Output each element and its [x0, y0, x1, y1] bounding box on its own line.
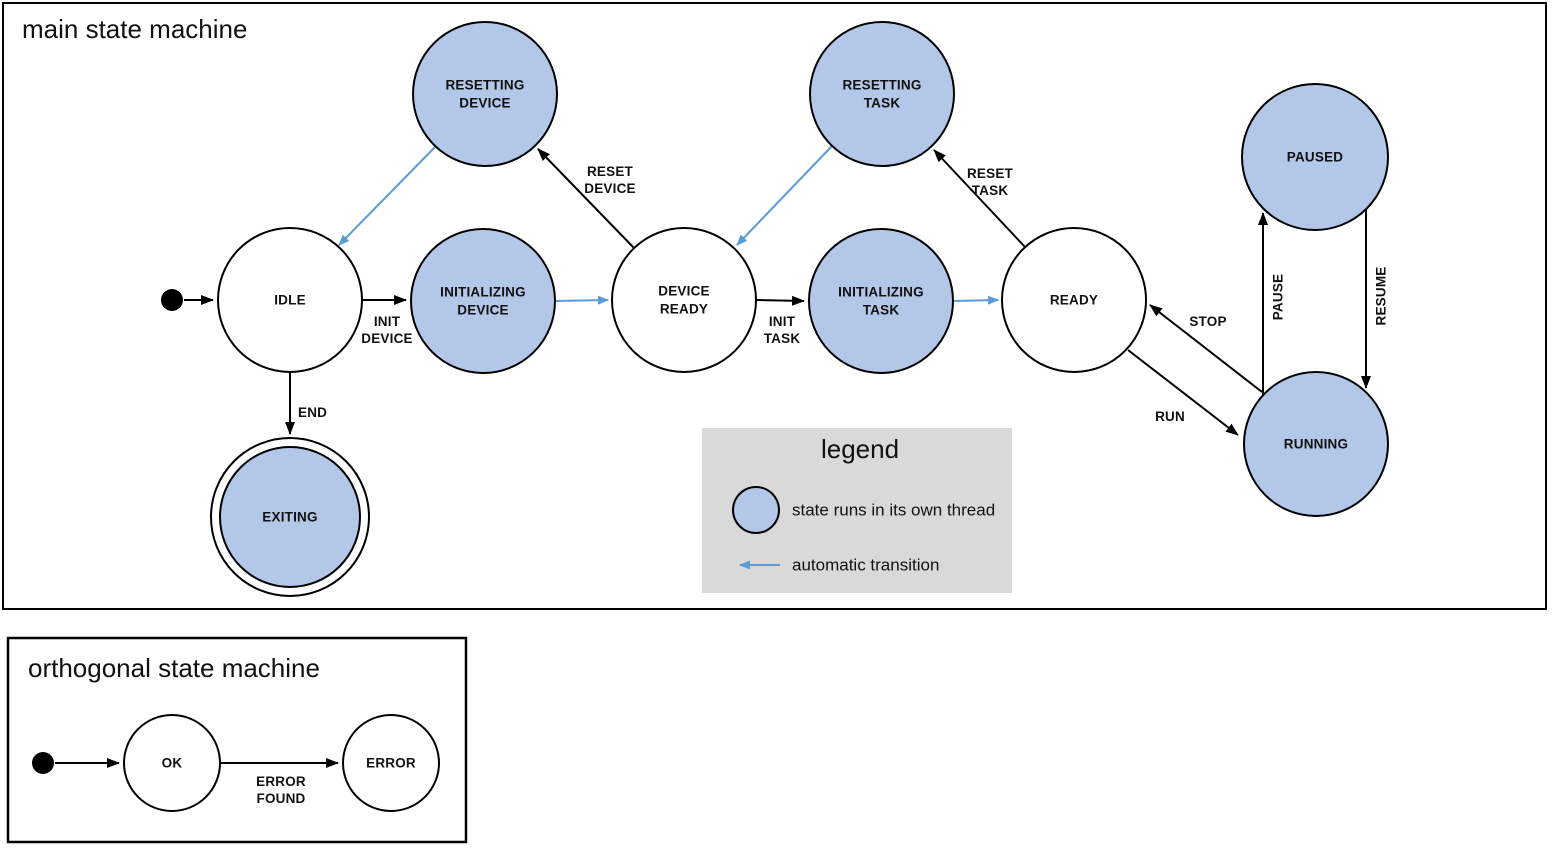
svg-text:PAUSE: PAUSE	[1271, 274, 1286, 321]
svg-text:EXITING: EXITING	[262, 510, 317, 525]
transition-pause: PAUSE	[1258, 212, 1286, 395]
svg-text:INIT: INIT	[769, 314, 796, 329]
svg-text:OK: OK	[162, 756, 183, 771]
state-resetting-device: RESETTING DEVICE	[412, 21, 558, 167]
transition-auto-resetdevice-idle	[338, 145, 437, 246]
transition-auto-initdevice-deviceready	[554, 295, 609, 305]
svg-text:READY: READY	[1050, 293, 1098, 308]
svg-text:END: END	[298, 405, 327, 420]
legend-auto-label: automatic transition	[792, 556, 939, 575]
transition-auto-resettask-deviceready	[736, 145, 833, 246]
transition-run: RUN	[1127, 349, 1239, 436]
main-frame-title: main state machine	[22, 14, 247, 44]
svg-text:TASK: TASK	[863, 303, 900, 318]
svg-text:RESETTING: RESETTING	[842, 78, 921, 93]
state-resetting-task: RESETTING TASK	[809, 21, 955, 167]
initial-state-orthogonal	[32, 752, 120, 774]
state-ready: READY	[1001, 227, 1147, 373]
transition-auto-inittask-ready	[952, 295, 999, 305]
transition-reset-device: RESET DEVICE	[537, 148, 636, 249]
svg-text:ERROR: ERROR	[256, 774, 306, 789]
svg-text:DEVICE: DEVICE	[457, 303, 508, 318]
state-initializing-task: INITIALIZING TASK	[808, 228, 954, 374]
state-paused: PAUSED	[1241, 83, 1389, 231]
transition-stop: STOP	[1149, 304, 1263, 393]
svg-text:TASK: TASK	[864, 96, 901, 111]
svg-text:INITIALIZING: INITIALIZING	[838, 285, 924, 300]
svg-text:RESETTING: RESETTING	[445, 78, 524, 93]
svg-text:INIT: INIT	[374, 314, 401, 329]
svg-text:READY: READY	[660, 302, 708, 317]
state-idle: IDLE	[217, 227, 363, 373]
state-device-ready: DEVICE READY	[611, 227, 757, 373]
svg-text:FOUND: FOUND	[257, 791, 306, 806]
state-initializing-device: INITIALIZING DEVICE	[410, 228, 556, 374]
legend: legend state runs in its own thread auto…	[702, 428, 1012, 593]
threaded-state-icon	[732, 486, 780, 534]
transition-init-device: INIT DEVICE	[361, 295, 413, 346]
svg-text:RUN: RUN	[1155, 409, 1185, 424]
svg-text:RESET: RESET	[967, 166, 1014, 181]
transition-end: END	[285, 372, 327, 435]
state-ok: OK	[123, 714, 221, 812]
legend-title: legend	[821, 434, 899, 464]
svg-text:RESET: RESET	[587, 164, 634, 179]
transition-error-found: ERROR FOUND	[220, 758, 339, 806]
svg-text:DEVICE: DEVICE	[361, 331, 412, 346]
orthogonal-frame-title: orthogonal state machine	[28, 653, 320, 683]
svg-text:IDLE: IDLE	[274, 293, 306, 308]
initial-state-main	[161, 289, 214, 311]
svg-text:INITIALIZING: INITIALIZING	[440, 285, 526, 300]
transition-reset-task: RESET TASK	[933, 149, 1026, 248]
svg-text:DEVICE: DEVICE	[658, 284, 709, 299]
svg-text:ERROR: ERROR	[366, 756, 416, 771]
state-running: RUNNING	[1243, 371, 1389, 517]
legend-thread-label: state runs in its own thread	[792, 501, 995, 520]
svg-text:PAUSED: PAUSED	[1287, 150, 1344, 165]
svg-text:DEVICE: DEVICE	[584, 181, 635, 196]
svg-text:TASK: TASK	[764, 331, 801, 346]
transition-resume: RESUME	[1361, 209, 1389, 389]
state-exiting-final: EXITING	[210, 437, 370, 597]
svg-text:STOP: STOP	[1189, 314, 1226, 329]
svg-text:TASK: TASK	[972, 183, 1009, 198]
svg-text:RESUME: RESUME	[1374, 267, 1389, 326]
svg-text:RUNNING: RUNNING	[1284, 437, 1348, 452]
transition-init-task: INIT TASK	[755, 295, 805, 346]
state-error: ERROR	[342, 714, 440, 812]
svg-text:DEVICE: DEVICE	[459, 96, 510, 111]
